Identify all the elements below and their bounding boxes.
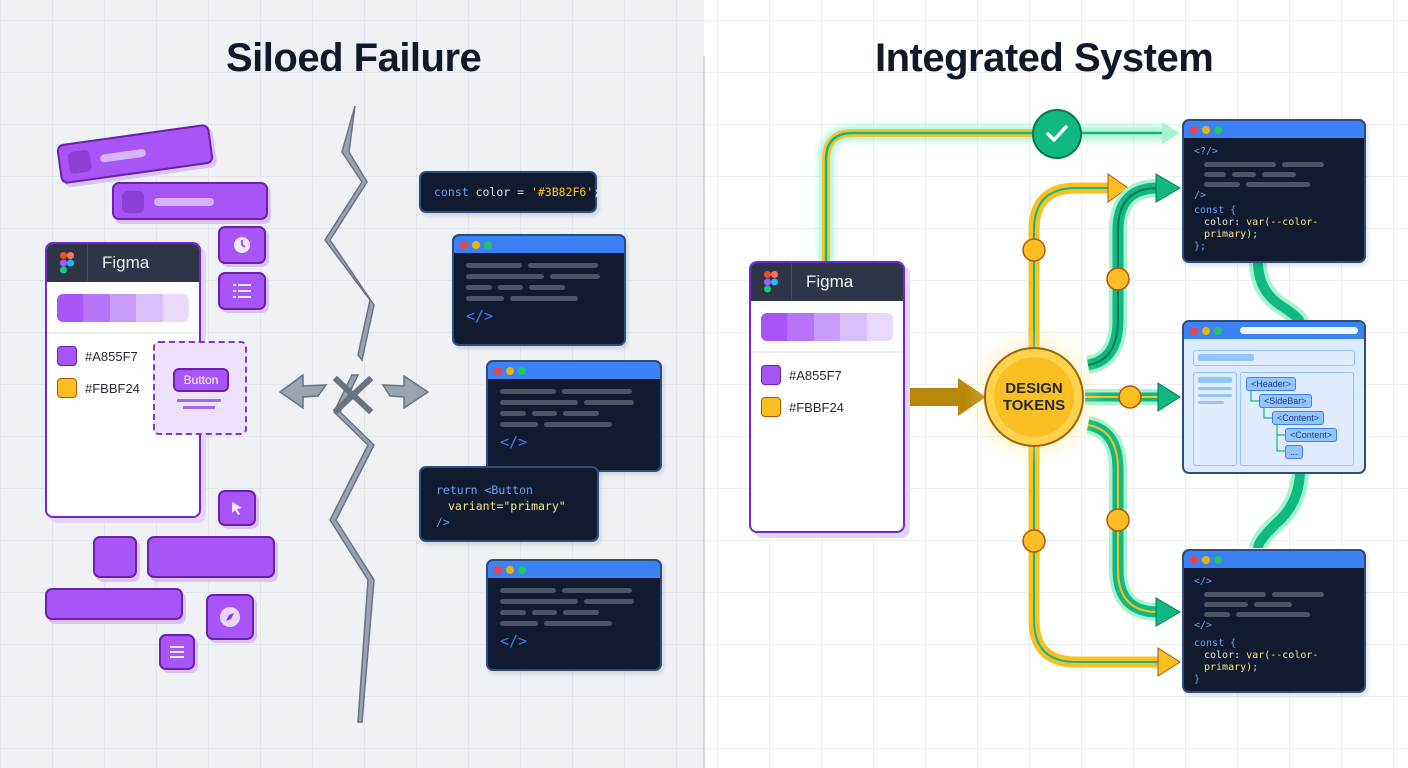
button-component-frame: Button xyxy=(153,341,247,435)
code-window: </> xyxy=(452,234,626,346)
code-window: </> xyxy=(486,360,662,472)
panel-title: Siloed Failure xyxy=(226,36,482,80)
broken-arrow-right xyxy=(381,374,430,410)
tree-node: ... xyxy=(1285,445,1303,459)
tree-node: <SideBar> xyxy=(1259,394,1312,408)
palette-swatch xyxy=(136,294,163,322)
code-icon: </> xyxy=(466,307,494,325)
clock-icon xyxy=(218,226,266,264)
palette-swatch xyxy=(162,294,189,322)
siloed-failure-panel: Siloed Failure Figma #A855F7 #FBBF24 But… xyxy=(0,0,704,768)
code-icon: </> xyxy=(500,433,528,451)
pipe-yellow-lower xyxy=(1028,440,1181,677)
palette-swatch xyxy=(57,294,84,322)
crack-divider xyxy=(278,105,430,723)
palette-swatch xyxy=(787,313,814,341)
figma-logo-icon xyxy=(47,244,88,282)
code-icon: </> xyxy=(500,632,528,650)
palette-swatch xyxy=(840,313,867,341)
list-icon xyxy=(218,272,266,310)
code-snippet: const color = '#3B82F6'; xyxy=(419,171,600,213)
ui-component-block xyxy=(147,536,275,578)
color-token: #FBBF24 xyxy=(57,378,199,398)
figma-card: Figma #A855F7 #FBBF24 xyxy=(749,261,905,533)
figma-title: Figma xyxy=(102,253,150,272)
check-icon xyxy=(1032,109,1082,159)
tree-node: <Header> xyxy=(1246,377,1297,391)
figma-title: Figma xyxy=(806,272,854,291)
panel-title: Integrated System xyxy=(875,36,1214,80)
color-palette xyxy=(761,313,893,341)
palette-swatch xyxy=(109,294,137,322)
color-token: #A855F7 xyxy=(761,365,903,385)
palette-swatch xyxy=(866,313,893,341)
design-tokens-hub: DESIGN TOKENS xyxy=(984,347,1084,447)
ui-component-block xyxy=(45,588,183,620)
component-tree: <Header> <SideBar> <Content> <Content> .… xyxy=(1240,372,1354,466)
pipe-green-lower xyxy=(1085,416,1181,627)
integrated-system-panel: Integrated System xyxy=(705,0,1408,768)
figma-logo-icon xyxy=(751,263,792,301)
tree-node: <Content> xyxy=(1272,411,1325,425)
color-token: #FBBF24 xyxy=(761,397,903,417)
color-palette xyxy=(57,294,189,322)
color-token: #A855F7 xyxy=(57,346,199,366)
x-icon xyxy=(332,375,374,415)
cursor-icon xyxy=(218,490,256,526)
menu-icon xyxy=(159,634,195,670)
pipe-green-upper xyxy=(1085,173,1181,374)
pipe-yellow-upper xyxy=(1028,173,1129,500)
code-window: <?/> /> const { color: var(--color-prima… xyxy=(1182,119,1366,263)
ui-component-block xyxy=(93,536,137,578)
palette-swatch xyxy=(761,313,788,341)
palette-swatch xyxy=(83,294,110,322)
panel-divider xyxy=(703,56,705,768)
pipe-top xyxy=(819,122,1180,262)
layout-window: <Header> <SideBar> <Content> <Content> .… xyxy=(1182,320,1366,474)
code-window: </> </> const { color: var(--color-prima… xyxy=(1182,549,1366,693)
tree-node: <Content> xyxy=(1285,428,1338,442)
ui-component-bar xyxy=(112,182,268,220)
palette-swatch xyxy=(813,313,841,341)
compass-icon xyxy=(206,594,254,640)
code-snippet: return <Button variant="primary" /> xyxy=(419,466,599,542)
button-preview: Button xyxy=(173,368,229,392)
code-window: </> xyxy=(486,559,662,671)
token-dots xyxy=(1022,238,1142,553)
ui-component-bar xyxy=(55,123,215,185)
broken-arrow-left xyxy=(278,373,328,410)
